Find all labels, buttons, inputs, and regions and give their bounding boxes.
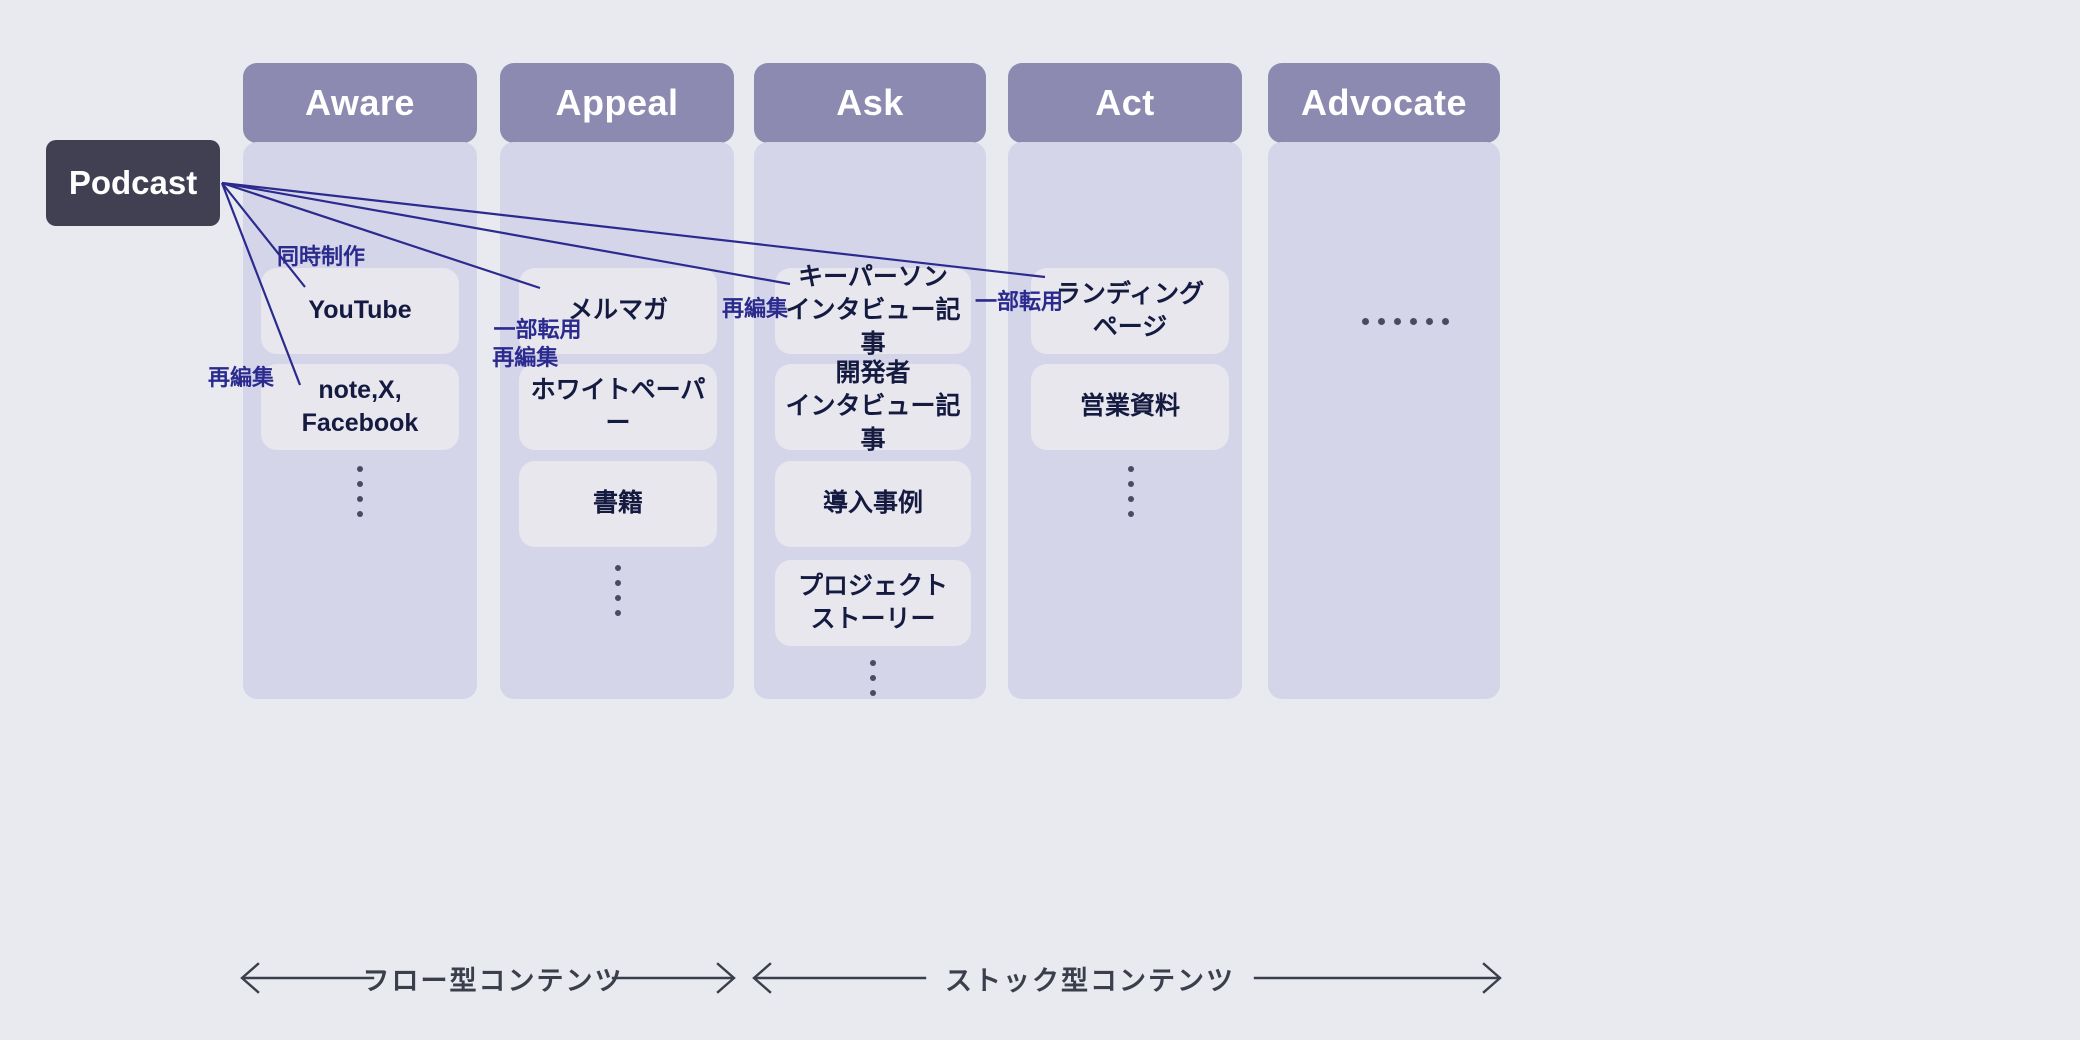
ellipsis-ask: [870, 660, 876, 696]
card-label: プロジェクト ストーリー: [797, 571, 948, 634]
column-header-label: Act: [1095, 82, 1155, 123]
card-white-paper[interactable]: ホワイトペーパー: [519, 364, 717, 450]
column-header-advocate: Advocate: [1268, 63, 1500, 143]
card-label: 導入事例: [822, 489, 923, 518]
column-header-label: Appeal: [555, 82, 679, 123]
card-label: 書籍: [592, 489, 643, 518]
card-label: 開発者 インタビュー記事: [785, 358, 961, 454]
card-label: YouTube: [308, 296, 412, 325]
edge-label-text: 同時制作: [277, 244, 366, 269]
card-label: ホワイトペーパー: [530, 375, 706, 438]
card-project-story[interactable]: プロジェクト ストーリー: [775, 560, 971, 646]
column-header-label: Aware: [305, 82, 415, 123]
column-header-label: Advocate: [1300, 82, 1468, 123]
column-header-ask: Ask: [754, 63, 986, 143]
card-mail-magazine[interactable]: メルマガ: [519, 268, 717, 354]
card-book[interactable]: 書籍: [519, 461, 717, 547]
edge-label-text: 再編集: [722, 296, 789, 321]
column-header-label: Ask: [836, 82, 904, 123]
card-sales-material[interactable]: 営業資料: [1031, 364, 1229, 450]
card-case-study[interactable]: 導入事例: [775, 461, 971, 547]
edge-label-re-edit-ask: 再編集: [722, 295, 788, 323]
card-note-x-facebook[interactable]: note,X, Facebook: [261, 364, 459, 450]
card-landing-page[interactable]: ランディング ページ: [1031, 268, 1229, 354]
column-header-act: Act: [1008, 63, 1242, 143]
source-node-podcast[interactable]: Podcast: [46, 140, 220, 226]
ellipsis-advocate: [1362, 318, 1449, 325]
edge-label-text: 再編集: [208, 365, 275, 390]
card-label: ランディング ページ: [1055, 279, 1205, 342]
card-label: note,X, Facebook: [301, 375, 419, 438]
card-keyperson-interview[interactable]: キーパーソン インタビュー記事: [775, 263, 971, 358]
ellipsis-aware: [357, 466, 363, 517]
card-label: メルマガ: [567, 296, 668, 325]
edge-label-partial-reuse-act: 一部転用: [975, 288, 1063, 316]
card-label: キーパーソン インタビュー記事: [785, 262, 961, 358]
edge-label-text: 一部転用 再編集: [492, 317, 582, 371]
range-label: フロー型コンテンツ: [362, 965, 624, 996]
edge-label-re-edit-aware: 再編集: [208, 364, 274, 392]
source-node-label: Podcast: [68, 164, 198, 201]
column-body-advocate: [1268, 142, 1500, 699]
card-developer-interview[interactable]: 開発者 インタビュー記事: [775, 359, 971, 454]
card-youtube[interactable]: YouTube: [261, 268, 459, 354]
ellipsis-act: [1128, 466, 1134, 517]
edge-label-simultaneous-production: 同時制作: [277, 243, 365, 271]
ellipsis-appeal: [615, 565, 621, 616]
edge-label-partial-reuse-re-edit: 一部転用 再編集: [469, 288, 581, 401]
column-header-appeal: Appeal: [500, 63, 734, 143]
edge-label-text: 一部転用: [975, 289, 1064, 314]
range-stock-content: ストック型コンテンツ: [925, 950, 1255, 1006]
column-header-aware: Aware: [243, 63, 477, 143]
card-label: 営業資料: [1079, 392, 1180, 421]
range-label: ストック型コンテンツ: [945, 965, 1235, 996]
range-flow-content: フロー型コンテンツ: [363, 950, 622, 1006]
